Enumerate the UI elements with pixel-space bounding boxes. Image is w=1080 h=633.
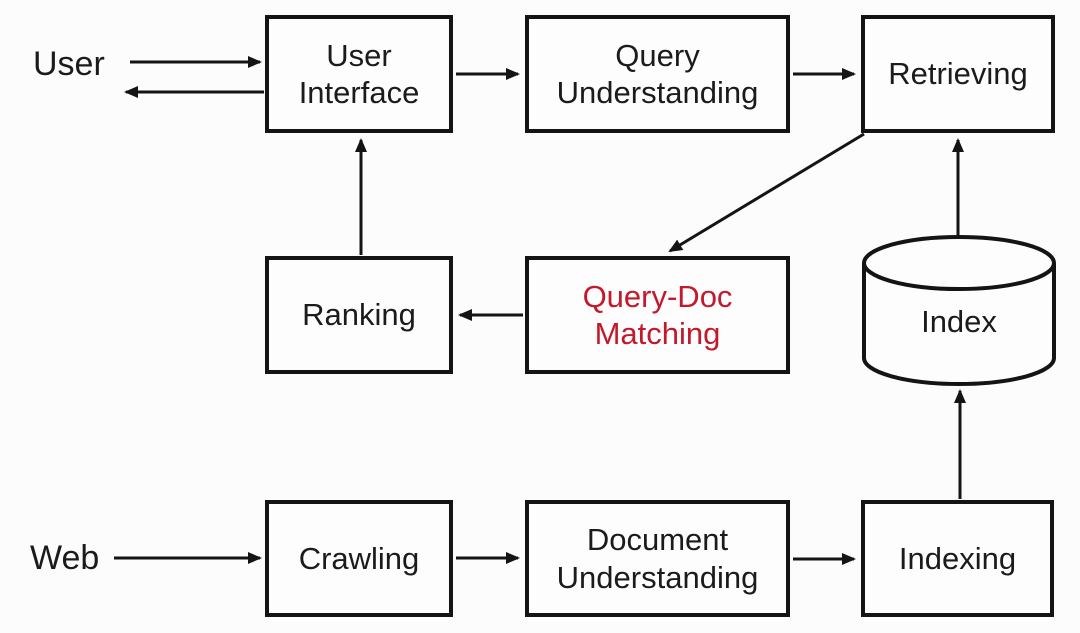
node-user-interface: User Interface [265, 15, 453, 133]
node-query-understanding: Query Understanding [525, 15, 790, 133]
node-ranking-label: Ranking [302, 297, 416, 333]
node-indexing: Indexing [861, 500, 1054, 617]
edge-retrieving-to-query_doc_matching [668, 132, 865, 253]
node-indexing-label: Indexing [898, 540, 1017, 576]
node-crawling: Crawling [265, 500, 453, 617]
external-entity-user: User [33, 45, 105, 83]
node-document-understanding-label: Document Understanding [556, 522, 759, 595]
node-user-interface-label: User Interface [298, 37, 420, 110]
node-query-doc-matching-label: Query-Doc Matching [582, 278, 733, 351]
node-ranking: Ranking [265, 256, 453, 374]
edge-layer [114, 56, 966, 565]
node-retrieving: Retrieving [861, 15, 1055, 133]
node-index-label: Index [921, 304, 997, 339]
node-document-understanding: Document Understanding [525, 500, 790, 617]
node-crawling-label: Crawling [298, 540, 420, 576]
external-entity-web: Web [30, 539, 100, 577]
node-query-understanding-label: Query Understanding [556, 37, 759, 110]
node-query-doc-matching: Query-Doc Matching [525, 256, 790, 374]
node-retrieving-label: Retrieving [888, 56, 1028, 92]
